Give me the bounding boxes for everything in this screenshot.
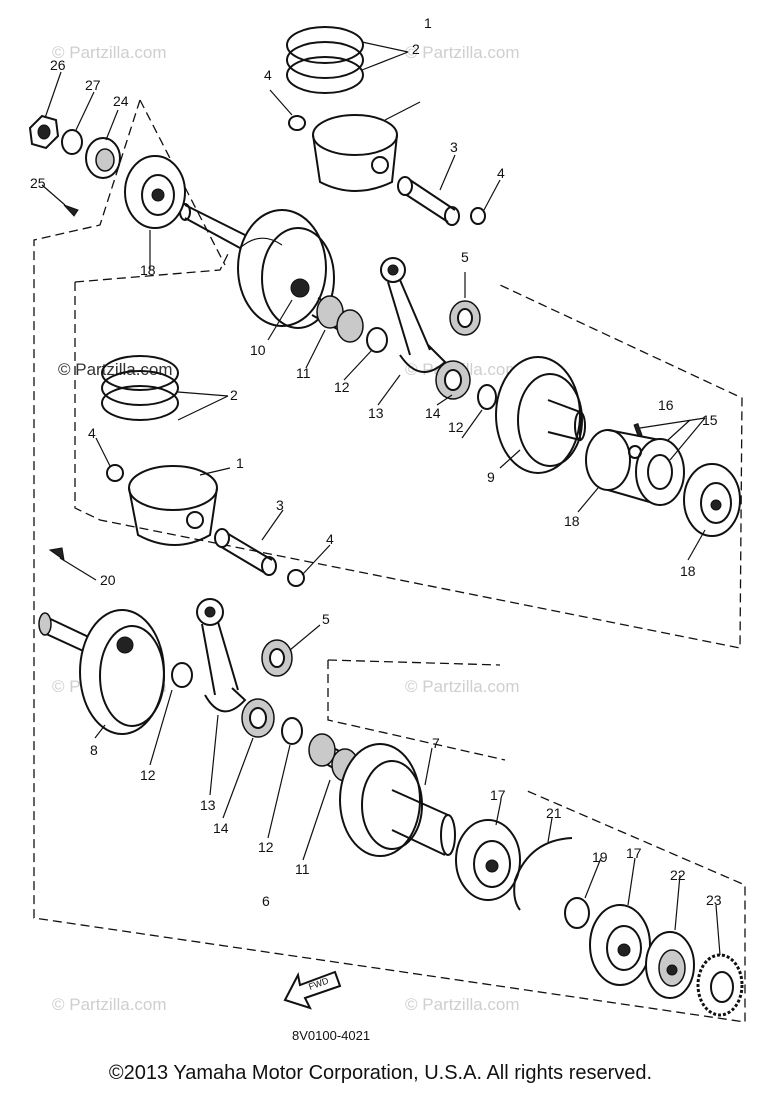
- callout-9: 9: [487, 469, 495, 485]
- callout-25: 25: [30, 175, 46, 191]
- callout-1-bottom: 1: [236, 455, 244, 471]
- callout-8: 8: [90, 742, 98, 758]
- diagram-code: 8V0100-4021: [292, 1028, 370, 1043]
- callout-16: 16: [658, 397, 674, 413]
- washer-19: [564, 897, 590, 929]
- big-end-bearing-top: [435, 360, 471, 400]
- callout-2-bottom: 2: [230, 387, 238, 403]
- crank-half-8: [38, 609, 165, 735]
- crank-half-9: [495, 356, 586, 474]
- oil-seal-22: [645, 931, 695, 999]
- callout-24: 24: [113, 93, 129, 109]
- callout-6: 6: [262, 893, 270, 909]
- main-bearing-17-a: [455, 819, 521, 901]
- key-25: [63, 204, 79, 217]
- assembly-outlines: [33, 99, 746, 1023]
- watermark-2: © Partzilla.com: [405, 43, 520, 62]
- callout-13-top: 13: [368, 405, 384, 421]
- crank-half-10: [179, 203, 335, 329]
- callout-4-d: 4: [326, 531, 334, 547]
- crank-half-7: [339, 743, 456, 857]
- callout-22: 22: [670, 867, 686, 883]
- callout-18-b: 18: [564, 513, 580, 529]
- callout-27: 27: [85, 77, 101, 93]
- callout-5-bottom: 5: [322, 611, 330, 627]
- washer-bottom-b: [281, 717, 303, 745]
- washer-top-a: [366, 327, 388, 353]
- conrod-bottom: [196, 598, 247, 713]
- callout-21: 21: [546, 805, 562, 821]
- leader-lines: [41, 41, 721, 956]
- callout-14-bottom: 14: [213, 820, 229, 836]
- callout-4-a: 4: [264, 67, 272, 83]
- forward-arrow: FWD: [283, 970, 342, 1010]
- piston-pin-top: [397, 176, 460, 226]
- clip-top-a: [288, 115, 306, 131]
- piston-rings-top: [286, 26, 364, 94]
- piston-bottom: [128, 465, 218, 546]
- circlip-21: [513, 837, 573, 911]
- callout-3-top: 3: [450, 139, 458, 155]
- key-20: [48, 547, 65, 562]
- top-assembly: [28, 26, 741, 537]
- main-bearing-18-right: [683, 463, 741, 537]
- seal-assembly-15: [585, 423, 685, 506]
- watermark-1: © Partzilla.com: [52, 43, 167, 62]
- watermarks: © Partzilla.com © Partzilla.com © Partzi…: [52, 43, 520, 1014]
- watermark-7: © Partzilla.com: [405, 995, 520, 1014]
- callout-14-top: 14: [425, 405, 441, 421]
- main-bearing-17-b: [589, 904, 651, 986]
- callout-18-a: 18: [140, 262, 156, 278]
- callout-18-c: 18: [680, 563, 696, 579]
- oil-seal-24: [85, 137, 121, 179]
- piston-rings-bottom: [101, 355, 179, 421]
- clip-bottom-b: [287, 569, 305, 587]
- piston-pin-bottom: [214, 528, 277, 576]
- callout-17-a: 17: [490, 787, 506, 803]
- clip-top-b: [470, 207, 486, 225]
- crankpin-top: [311, 295, 364, 343]
- gear-23: [696, 953, 744, 1017]
- callout-13-bottom: 13: [200, 797, 216, 813]
- washer-bottom-a: [171, 662, 193, 688]
- callout-4-c: 4: [88, 425, 96, 441]
- callout-11-top: 11: [296, 365, 311, 381]
- callout-5-top: 5: [461, 249, 469, 265]
- watermark-dark: © Partzilla.com: [58, 360, 173, 379]
- copyright-footer: ©2013 Yamaha Motor Corporation, U.S.A. A…: [108, 1062, 653, 1084]
- big-end-bearing-bottom: [241, 698, 275, 738]
- callout-1-top: 1: [424, 15, 432, 31]
- piston-top: [312, 114, 398, 192]
- callout-2-top: 2: [412, 41, 420, 57]
- callout-23: 23: [706, 892, 722, 908]
- small-end-bearing-top: [449, 300, 481, 336]
- bottom-assembly: [38, 355, 744, 1017]
- clip-bottom-a: [106, 464, 124, 482]
- callout-12-d: 12: [258, 839, 274, 855]
- washer-27: [61, 129, 83, 155]
- callout-12-a: 12: [334, 379, 350, 395]
- callout-12-c: 12: [140, 767, 156, 783]
- callout-17-b: 17: [626, 845, 642, 861]
- crank-nut-26: [28, 114, 60, 150]
- callout-26: 26: [50, 57, 66, 73]
- callout-labels: 1 1 2 2 3 3 4 4 4 4 5 5 6 7 8 9 10 11 11…: [30, 15, 722, 909]
- watermark-6: © Partzilla.com: [52, 995, 167, 1014]
- watermark-5: © Partzilla.com: [405, 677, 520, 696]
- callout-7: 7: [432, 735, 440, 751]
- callout-3-bottom: 3: [276, 497, 284, 513]
- conrod-top: [380, 257, 447, 373]
- callout-20: 20: [100, 572, 116, 588]
- main-bearing-18-left: [124, 155, 186, 229]
- callout-15: 15: [702, 412, 718, 428]
- callout-10: 10: [250, 342, 266, 358]
- small-end-bearing-bottom: [261, 639, 293, 677]
- washer-top-b: [477, 384, 497, 410]
- callout-12-b: 12: [448, 419, 464, 435]
- callout-4-b: 4: [497, 165, 505, 181]
- exploded-parts-diagram: © Partzilla.com © Partzilla.com © Partzi…: [28, 15, 746, 1043]
- callout-19: 19: [592, 849, 608, 865]
- callout-11-bottom: 11: [295, 861, 310, 877]
